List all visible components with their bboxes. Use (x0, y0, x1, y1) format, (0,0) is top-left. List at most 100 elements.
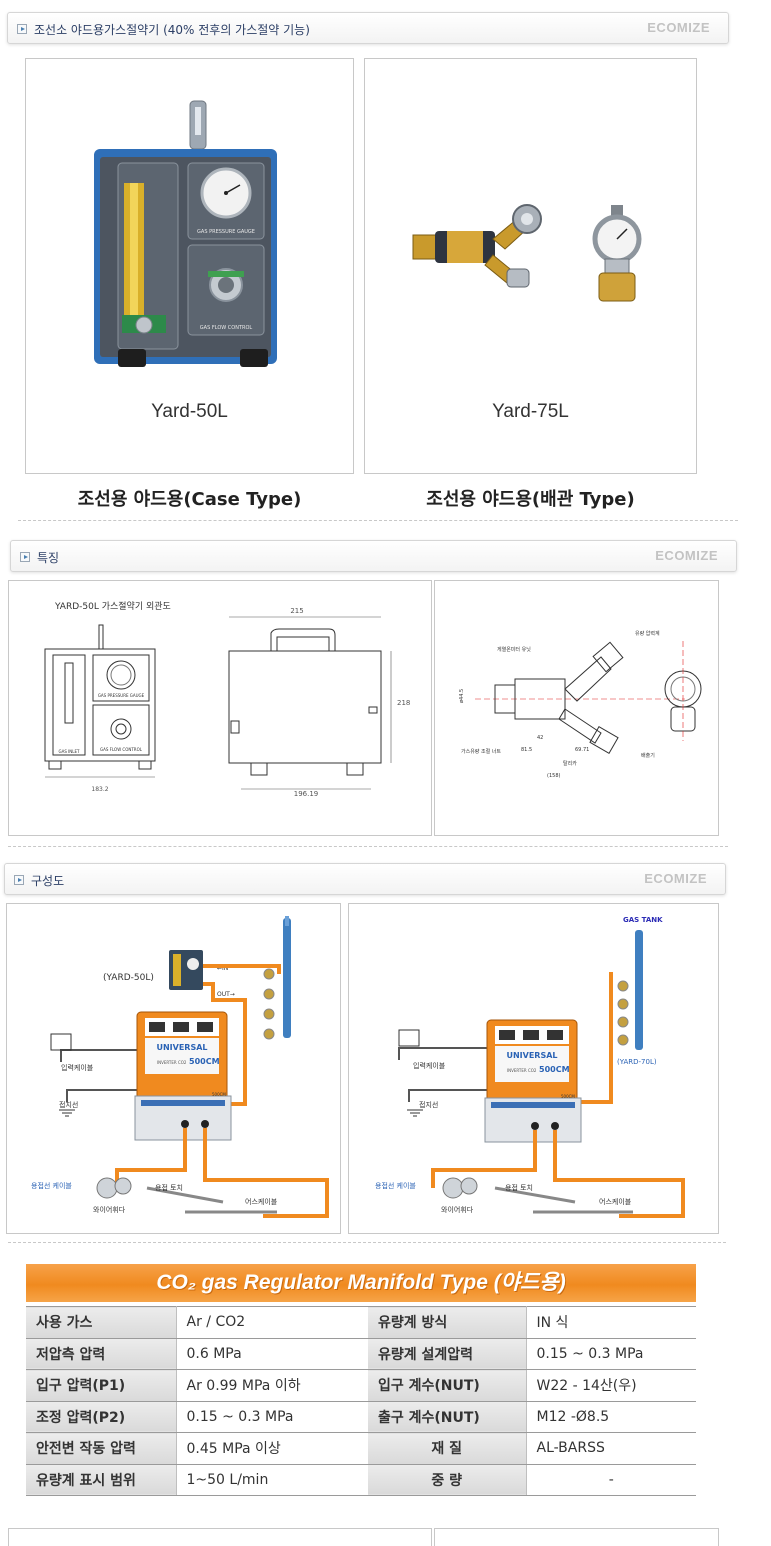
spec-key: 유량계 설계압력 (368, 1338, 527, 1370)
input-cable-label: 입력케이블 (61, 1063, 94, 1072)
spec-value: 1~50 L/min (176, 1464, 368, 1496)
brand-watermark: ECOMIZE (647, 20, 710, 35)
product-card-yard-50l: GAS PRESSURE GAUGE GAS FLOW CONTROL Yard… (25, 58, 354, 474)
label-sensor: 게열온미터 유닛 (497, 646, 531, 653)
spec-value: 0.6 MPa (176, 1338, 368, 1370)
unit-label: (YARD-70L) (617, 1058, 657, 1066)
table-row: 입구 압력(P1) Ar 0.99 MPa 이하 입구 계수(NUT) W22 … (26, 1369, 696, 1402)
product-caption: 조선용 야드용(배관 Type) (426, 489, 635, 510)
product-model-name: Yard-75L (492, 401, 569, 422)
product-card-yard-75l: Yard-75L (364, 58, 697, 474)
diagram-yard-70l: GAS TANK (YARD-70L) UNIVERSAL INVERTER C… (348, 903, 719, 1234)
ground-label: 접지선 (59, 1100, 78, 1109)
welder-sub: INVERTER CO2 (507, 1068, 537, 1073)
label-body: 탈리카 (563, 760, 577, 767)
drawing-title: YARD-50L 가스절약기 외관도 (54, 600, 171, 612)
in-label: ←IN (217, 965, 228, 972)
bullet-icon (14, 875, 24, 885)
spec-table-title: CO₂ gas Regulator Manifold Type (야드용) (26, 1264, 696, 1302)
table-row: 조정 압력(P2) 0.15 ~ 0.3 MPa 출구 계수(NUT) M12 … (26, 1401, 696, 1433)
input-cable-label: 입력케이블 (413, 1061, 446, 1070)
front-label-inlet: GAS INLET (58, 749, 80, 754)
spec-key: 저압측 압력 (26, 1338, 177, 1370)
section-header-products: 조선소 야드용가스절약기 (40% 전후의 가스절약 기능) ECOMIZE (7, 12, 729, 44)
torch-label: 용접 토치 (505, 1183, 533, 1192)
section-header-features: 특징 ECOMIZE (10, 540, 737, 572)
welder-plate: 500CM (212, 1092, 226, 1097)
welder-brand: UNIVERSAL (156, 1043, 207, 1052)
section-title: 구성도 (31, 874, 65, 888)
front-label-flow: GAS FLOW CONTROL (100, 747, 143, 752)
spec-value: M12 -Ø8.5 (526, 1401, 696, 1433)
table-row: 안전변 작동 압력 0.45 MPa 이상 재 질 AL-BARSS (26, 1432, 696, 1465)
spec-key: 재 질 (368, 1432, 527, 1465)
section-header-configuration: 구성도 ECOMIZE (4, 863, 726, 895)
spec-key: 입구 계수(NUT) (368, 1369, 527, 1402)
gauge-label: GAS PRESSURE GAUGE (197, 229, 255, 235)
section-title: 조선소 야드용가스절약기 (40% 전후의 가스절약 기능) (34, 23, 310, 37)
spec-value: W22 - 14산(우) (526, 1369, 696, 1402)
welder-brand: UNIVERSAL (506, 1051, 557, 1060)
welder-model: 500CM (189, 1057, 220, 1066)
gas-tank-label: GAS TANK (623, 916, 663, 924)
product-caption: 조선용 야드용(Case Type) (77, 489, 302, 510)
dim-top-width: 215 (290, 607, 303, 615)
dim-d2: 42 (537, 735, 543, 741)
dim-front-width: 183.2 (91, 786, 108, 793)
earth-cable-label: 어스케이블 (245, 1197, 278, 1206)
spec-key: 중 량 (368, 1464, 527, 1496)
dim-d5: (158) (547, 773, 560, 779)
label-gauge: 유량 압력계 (635, 630, 660, 637)
label-nut: 가스유량 조절 너트 (461, 748, 501, 755)
dim-bottom-width: 196.19 (294, 790, 319, 798)
spec-key: 조정 압력(P2) (26, 1401, 177, 1433)
torch-label: 용접 토치 (155, 1183, 183, 1192)
spec-value: AL-BARSS (526, 1432, 696, 1465)
spec-key: 사용 가스 (26, 1306, 177, 1339)
bullet-icon (17, 24, 27, 34)
table-row: 유량계 표시 범위 1~50 L/min 중 량 - (26, 1464, 696, 1496)
flow-label: GAS FLOW CONTROL (200, 325, 253, 331)
brand-watermark: ECOMIZE (655, 548, 718, 563)
spec-value: Ar / CO2 (176, 1306, 368, 1339)
welder-plate: 500CM (561, 1094, 575, 1099)
table-row: 저압측 압력 0.6 MPa 유량계 설계압력 0.15 ~ 0.3 MPa (26, 1338, 696, 1370)
brand-watermark: ECOMIZE (644, 871, 707, 886)
unit-label: (YARD-50L) (103, 973, 154, 983)
product-model-name: Yard-50L (151, 401, 228, 422)
bullet-icon (20, 552, 30, 562)
welder-sub: INVERTER CO2 (157, 1060, 187, 1065)
welding-cable-label: 용접선 케이블 (375, 1181, 416, 1190)
section-title: 특징 (37, 551, 60, 565)
table-row: 사용 가스 Ar / CO2 유량계 방식 IN 식 (26, 1306, 696, 1339)
spec-table: 사용 가스 Ar / CO2 유량계 방식 IN 식 저압측 압력 0.6 MP… (26, 1306, 696, 1496)
out-label: OUT→ (217, 991, 235, 998)
spec-value: 0.15 ~ 0.3 MPa (526, 1338, 696, 1370)
welder-model: 500CM (539, 1065, 570, 1074)
divider (18, 520, 738, 521)
wire-feeder-label: 와이어휘다 (93, 1205, 126, 1214)
spec-key: 유량계 표시 범위 (26, 1464, 177, 1496)
dim-d3: 81.5 (521, 747, 532, 753)
bottom-frame-right (434, 1528, 719, 1546)
yard-75l-photo (412, 204, 642, 302)
welding-cable-label: 용접선 케이블 (31, 1181, 72, 1190)
spec-key: 출구 계수(NUT) (368, 1401, 527, 1433)
earth-cable-label: 어스케이블 (599, 1197, 632, 1206)
divider (8, 846, 728, 847)
drawing-yard-75l: 유량 압력계 게열온미터 유닛 가스유량 조절 너트 배출기 탈리카 ø44.5… (434, 580, 719, 836)
front-label-gauge: GAS PRESSURE GAUGE (98, 693, 145, 698)
ground-label: 접지선 (419, 1100, 438, 1109)
spec-value: - (526, 1464, 696, 1496)
yard-50l-photo: GAS PRESSURE GAUGE GAS FLOW CONTROL (94, 100, 277, 367)
dim-d4: 69.71 (575, 747, 589, 753)
dim-height: 218 (397, 699, 410, 707)
spec-key: 유량계 방식 (368, 1306, 527, 1339)
diagram-yard-50l: (YARD-50L) ←IN OUT→ UNIVERSAL INVERTER C… (6, 903, 341, 1234)
dim-d1: ø44.5 (459, 689, 465, 703)
label-outlet: 배출기 (641, 752, 655, 759)
spec-key: 입구 압력(P1) (26, 1369, 177, 1402)
spec-value: 0.15 ~ 0.3 MPa (176, 1401, 368, 1433)
wire-feeder-label: 와이어휘다 (441, 1205, 474, 1214)
spec-value: Ar 0.99 MPa 이하 (176, 1369, 368, 1402)
